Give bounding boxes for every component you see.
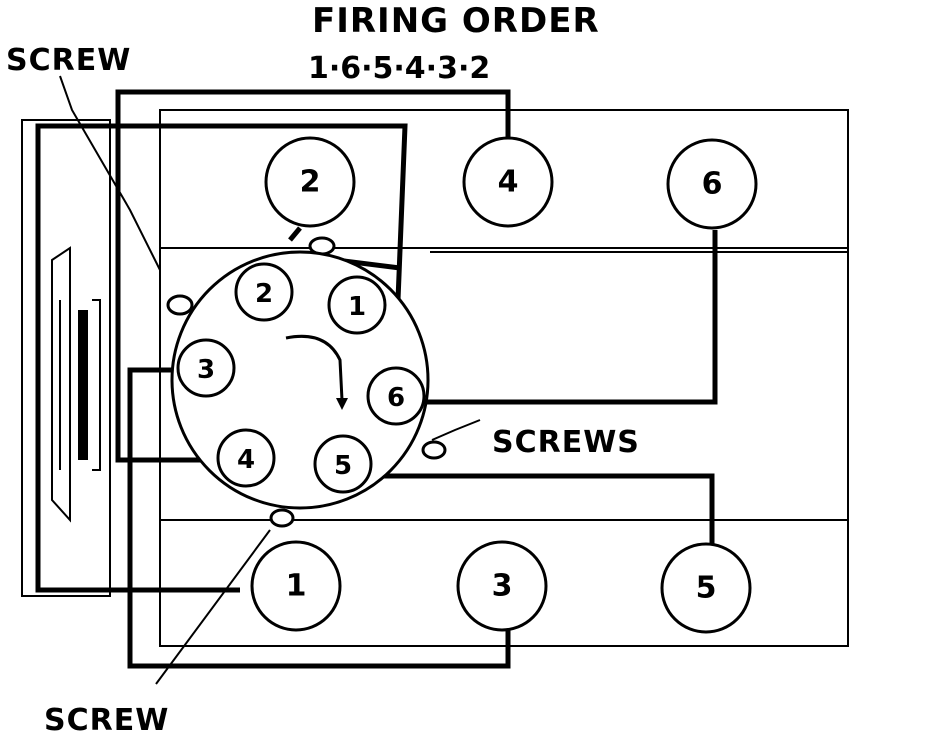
cylinder-bank-bottom: 1 3 5 <box>250 540 752 634</box>
svg-text:3: 3 <box>492 569 513 604</box>
screw-leaders <box>59 75 481 685</box>
distributor-terminal: 5 <box>313 434 373 494</box>
intake-detail <box>78 310 88 460</box>
svg-text:2: 2 <box>300 165 321 200</box>
svg-text:5: 5 <box>696 571 717 606</box>
screw-callout-label: SCREW <box>44 703 169 738</box>
screw-callout-label: SCREW <box>6 43 131 78</box>
cylinder-bank-top: 2 4 6 <box>264 136 758 230</box>
cylinder: 4 <box>462 136 554 228</box>
svg-text:2: 2 <box>255 279 273 309</box>
distributor-terminal: 1 <box>327 275 387 335</box>
screw-marks <box>166 236 447 528</box>
screw-icon <box>269 508 295 528</box>
screws-callout-label: SCREWS <box>492 425 640 460</box>
distributor-terminal: 3 <box>176 338 236 398</box>
svg-text:6: 6 <box>387 383 405 413</box>
cylinder: 6 <box>666 138 758 230</box>
svg-text:4: 4 <box>237 445 255 475</box>
svg-text:5: 5 <box>334 451 352 481</box>
cylinder: 5 <box>660 542 752 634</box>
svg-text:3: 3 <box>197 355 215 385</box>
firing-order-sequence: 1·6·5·4·3·2 <box>308 51 490 86</box>
svg-text:1: 1 <box>348 292 366 322</box>
distributor-cap: 2 1 3 6 4 5 <box>170 250 430 510</box>
cylinder: 3 <box>456 540 548 632</box>
distributor-terminal: 4 <box>216 428 276 488</box>
rotation-arrow <box>285 334 344 401</box>
svg-text:1: 1 <box>286 569 307 604</box>
svg-text:6: 6 <box>702 167 723 202</box>
svg-text:4: 4 <box>498 165 519 200</box>
screw-icon <box>421 440 447 460</box>
distributor-terminal: 2 <box>234 262 294 322</box>
distributor-terminal: 6 <box>366 366 426 426</box>
cylinder: 1 <box>250 540 342 632</box>
rotation-arrowhead-icon <box>336 398 348 410</box>
screw-icon <box>166 294 194 316</box>
diagram-title: FIRING ORDER <box>312 1 600 41</box>
cylinder: 2 <box>264 136 356 228</box>
spark-plug-wires <box>35 89 718 669</box>
